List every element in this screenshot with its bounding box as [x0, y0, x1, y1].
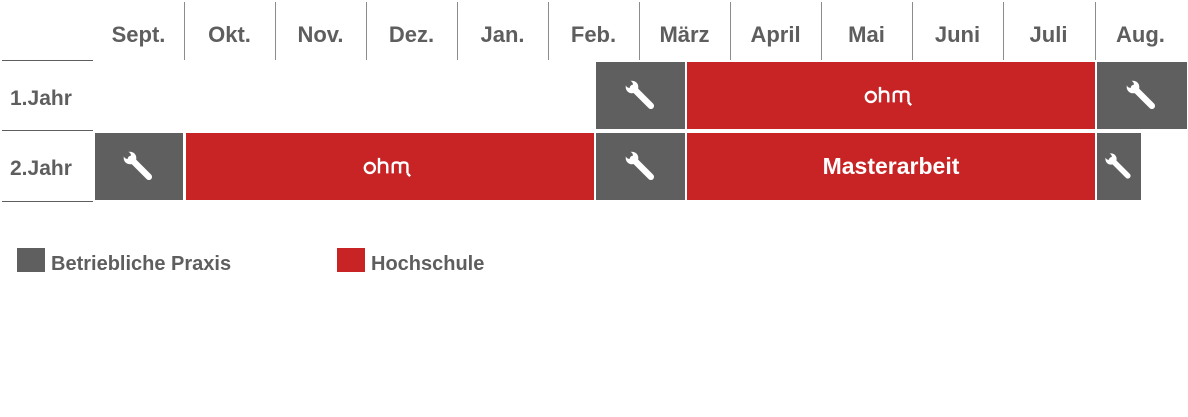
month-divider — [1095, 2, 1096, 60]
month-divider — [821, 2, 822, 60]
month-label: Aug. — [1116, 22, 1165, 47]
ohm-logo — [864, 86, 913, 106]
month-label: Jan. — [480, 22, 525, 47]
month-divider — [366, 2, 367, 60]
praxis-block-year1-feb — [596, 62, 685, 129]
row-label-year-1: 1.Jahr — [10, 87, 72, 110]
month-divider — [1003, 2, 1004, 60]
month-label: März — [659, 22, 710, 47]
month-divider — [730, 2, 731, 60]
month-label: Feb. — [570, 22, 617, 47]
wrench-icon — [625, 80, 654, 109]
legend-label-hochschule: Hochschule — [371, 253, 485, 275]
masterarbeit-label: Masterarbeit — [822, 153, 960, 179]
month-divider — [912, 2, 913, 60]
month-label: Mai — [848, 22, 885, 47]
month-label: Okt. — [208, 22, 251, 47]
hochschule-block-year1 — [687, 62, 1095, 129]
row-divider — [2, 201, 93, 202]
month-label: April — [750, 22, 801, 47]
praxis-block-year1-aug — [1097, 62, 1187, 129]
wrench-icon — [1105, 152, 1131, 179]
month-divider — [548, 2, 549, 60]
month-label: Dez. — [388, 22, 435, 47]
wrench-icon — [1126, 80, 1156, 109]
hochschule-block-year2 — [186, 133, 594, 200]
month-divider — [275, 2, 276, 60]
row-divider — [2, 130, 93, 131]
legend-swatch-praxis — [17, 248, 45, 272]
praxis-block-year2-aug — [1097, 133, 1141, 200]
month-divider — [639, 2, 640, 60]
praxis-block-year2-sept — [95, 133, 183, 200]
month-divider — [184, 2, 185, 60]
row-divider — [2, 60, 93, 61]
month-divider — [457, 2, 458, 60]
month-label: Nov. — [297, 22, 344, 47]
ohm-logo — [363, 157, 412, 177]
praxis-block-year2-feb — [596, 133, 685, 200]
month-label: Sept. — [111, 22, 166, 47]
legend-swatch-hochschule — [337, 248, 365, 272]
month-label: Juli — [1029, 22, 1068, 47]
wrench-icon — [123, 151, 153, 180]
month-label: Juni — [934, 22, 981, 47]
row-label-year-2: 2.Jahr — [10, 157, 72, 180]
legend-label-praxis: Betriebliche Praxis — [51, 253, 232, 275]
masterarbeit-block: Masterarbeit — [687, 133, 1095, 200]
wrench-icon — [625, 151, 654, 180]
